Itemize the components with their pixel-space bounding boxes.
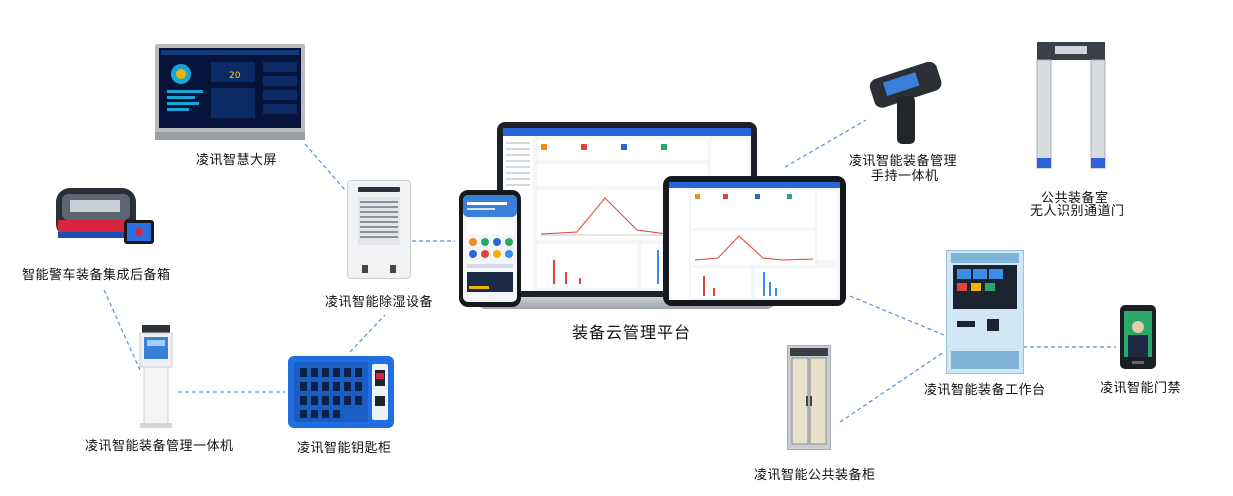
key-cabinet-icon [294, 362, 388, 422]
smart-screen-display: 20 [159, 48, 301, 128]
dehumidifier-label: 凌讯智能除湿设备 [325, 294, 434, 309]
handheld-scanner-icon [869, 61, 942, 144]
tablet-dashboard-icon [669, 182, 840, 300]
public-cabinet-icon [790, 348, 828, 445]
dashboard-icon: 20 [161, 50, 299, 118]
kiosk-device [138, 325, 174, 428]
link-platform-handheld [784, 119, 867, 168]
key-cabinet-device [288, 356, 394, 428]
link-keycabinet-dehumidifier [349, 314, 386, 353]
workstation-label: 凌讯智能装备工作台 [924, 382, 1046, 397]
police-box-device [50, 180, 155, 252]
gate-icon [1036, 42, 1106, 169]
workstation-device [946, 250, 1024, 374]
tablet-device [663, 176, 846, 306]
police-box-icon [56, 188, 154, 244]
smart-screen-label: 凌讯智慧大屏 [196, 152, 278, 167]
handheld-label-2: 手持一体机 [871, 168, 939, 183]
platform-title: 装备云管理平台 [572, 325, 692, 342]
gate-label-1: 公共装备室 [1041, 190, 1109, 205]
link-screen-dehumidifier [304, 143, 346, 191]
key-cabinet-label: 凌讯智能钥匙柜 [297, 440, 392, 455]
phone-app-icon [463, 195, 517, 302]
public-cabinet-device [787, 345, 831, 450]
screen-stand [155, 132, 305, 140]
smart-screen-device: 20 [155, 44, 305, 140]
handheld-label-1: 凌讯智能装备管理 [849, 153, 958, 168]
workstation-icon [951, 253, 1019, 369]
handheld-device [865, 61, 955, 150]
public-cabinet-label: 凌讯智能公共装备柜 [754, 467, 876, 482]
face-recognition-icon [1124, 311, 1152, 364]
dehumidifier-icon [358, 187, 400, 273]
kiosk-icon [139, 325, 173, 428]
phone-device [459, 190, 521, 307]
svg-text:20: 20 [229, 71, 241, 81]
police-box-label: 智能警车装备集成后备箱 [22, 267, 171, 282]
gate-device [1033, 40, 1109, 172]
link-tablet-workstation [849, 295, 945, 336]
dehumidifier-device [347, 180, 411, 279]
door-access-device [1120, 305, 1156, 369]
link-policebox-kiosk [103, 289, 141, 371]
kiosk-label: 凌讯智能装备管理一体机 [85, 438, 234, 453]
gate-label-2: 无人识别通道门 [1030, 203, 1125, 218]
door-access-label: 凌讯智能门禁 [1100, 380, 1182, 395]
